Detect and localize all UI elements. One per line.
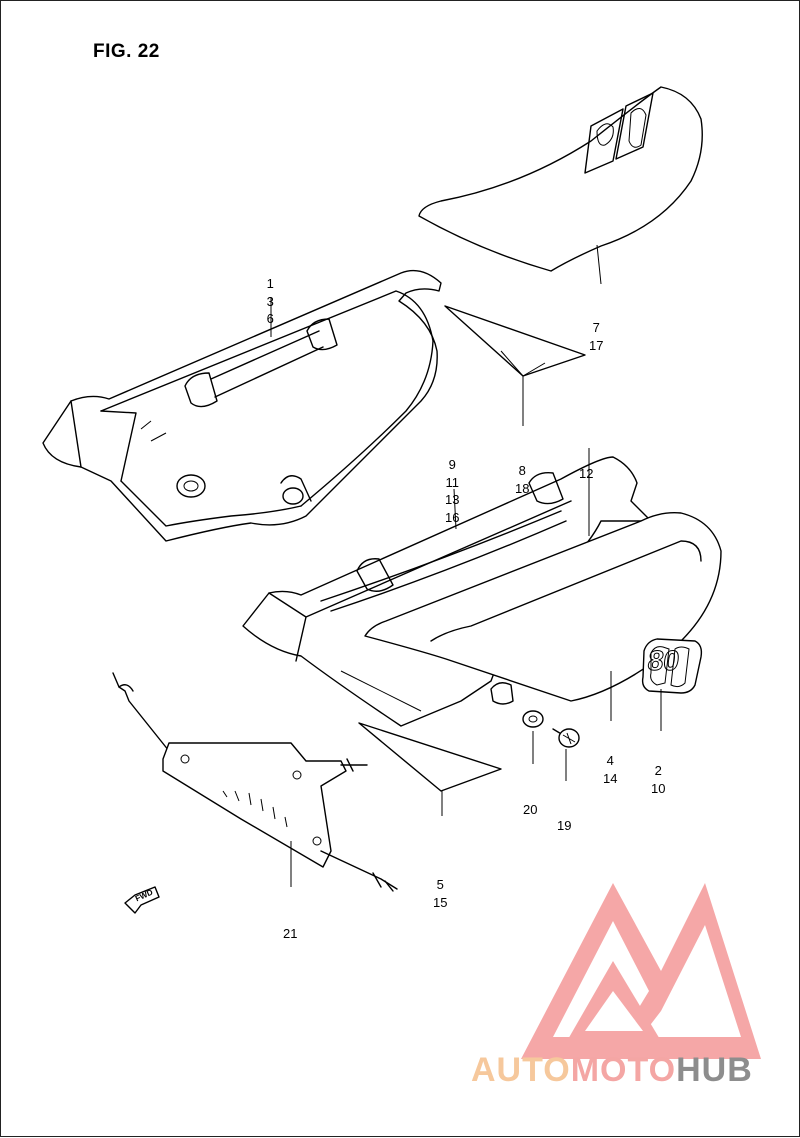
- part-triangle-decal-upper: [444, 305, 586, 377]
- callout-19: 19: [557, 818, 572, 833]
- figure-title: FIG. 22: [93, 41, 160, 62]
- watermark-text: AUTOMOTOHUB: [471, 1051, 753, 1089]
- watermark-logo: [521, 883, 761, 1059]
- callout-20: 20: [523, 802, 538, 817]
- part-emblem-80: [641, 638, 703, 694]
- callout-12: 12: [579, 466, 594, 481]
- part-seat-decal: [418, 86, 703, 272]
- part-bracket: [112, 672, 398, 892]
- part-frame-cover-left: [42, 269, 442, 542]
- callout-21: 21: [283, 926, 298, 941]
- fwd-arrow-icon: [124, 886, 160, 914]
- part-screw: [552, 728, 580, 748]
- emblem-text: 80: [645, 645, 682, 677]
- part-side-panel-decal: [364, 511, 722, 702]
- part-washer: [522, 710, 544, 728]
- leader-lines: [270, 244, 662, 887]
- part-triangle-decal-lower: [358, 722, 502, 792]
